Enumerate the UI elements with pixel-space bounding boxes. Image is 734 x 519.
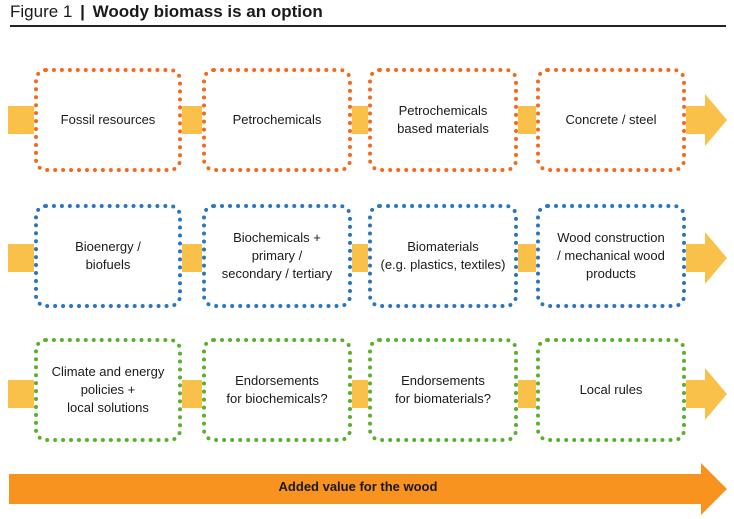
connector (514, 106, 540, 134)
box-endorsements-biomaterials: Endorsements for biomaterials? (368, 338, 518, 442)
box-climate-policies: Climate and energy policies + local solu… (34, 338, 182, 442)
figure-label: Figure 1 (10, 2, 73, 21)
box-wood-construction: Wood construction / mechanical wood prod… (536, 204, 686, 308)
connector-start (8, 106, 36, 134)
added-value-arrow (9, 463, 727, 515)
box-petrochemicals-materials: Petrochemicals based materials (368, 68, 518, 172)
row-fossil: Fossil resources Petrochemicals Petroche… (0, 68, 734, 178)
connector-start (8, 244, 36, 272)
box-bioenergy: Bioenergy / biofuels (34, 204, 182, 308)
row-end-arrow (683, 232, 727, 284)
row-bio: Bioenergy / biofuels Biochemicals + prim… (0, 204, 734, 314)
box-petrochemicals: Petrochemicals (202, 68, 352, 172)
figure-title: Woody biomass is an option (92, 2, 323, 21)
box-concrete-steel: Concrete / steel (536, 68, 686, 172)
header-separator: | (80, 2, 85, 21)
connector (178, 380, 206, 408)
row-end-arrow (683, 368, 727, 420)
box-biochemicals: Biochemicals + primary / secondary / ter… (202, 204, 352, 308)
box-biomaterials: Biomaterials (e.g. plastics, textiles) (368, 204, 518, 308)
box-local-rules: Local rules (536, 338, 686, 442)
header-rule (10, 25, 726, 27)
connector-start (8, 380, 36, 408)
connector (514, 380, 540, 408)
box-endorsements-biochemicals: Endorsements for biochemicals? (202, 338, 352, 442)
connector (178, 244, 206, 272)
added-value-label: Added value for the wood (278, 479, 438, 494)
figure-header: Figure 1 | Woody biomass is an option (10, 2, 323, 22)
connector (178, 106, 206, 134)
box-fossil-resources: Fossil resources (34, 68, 182, 172)
connector (514, 244, 540, 272)
row-policy: Climate and energy policies + local solu… (0, 338, 734, 448)
row-end-arrow (683, 94, 727, 146)
